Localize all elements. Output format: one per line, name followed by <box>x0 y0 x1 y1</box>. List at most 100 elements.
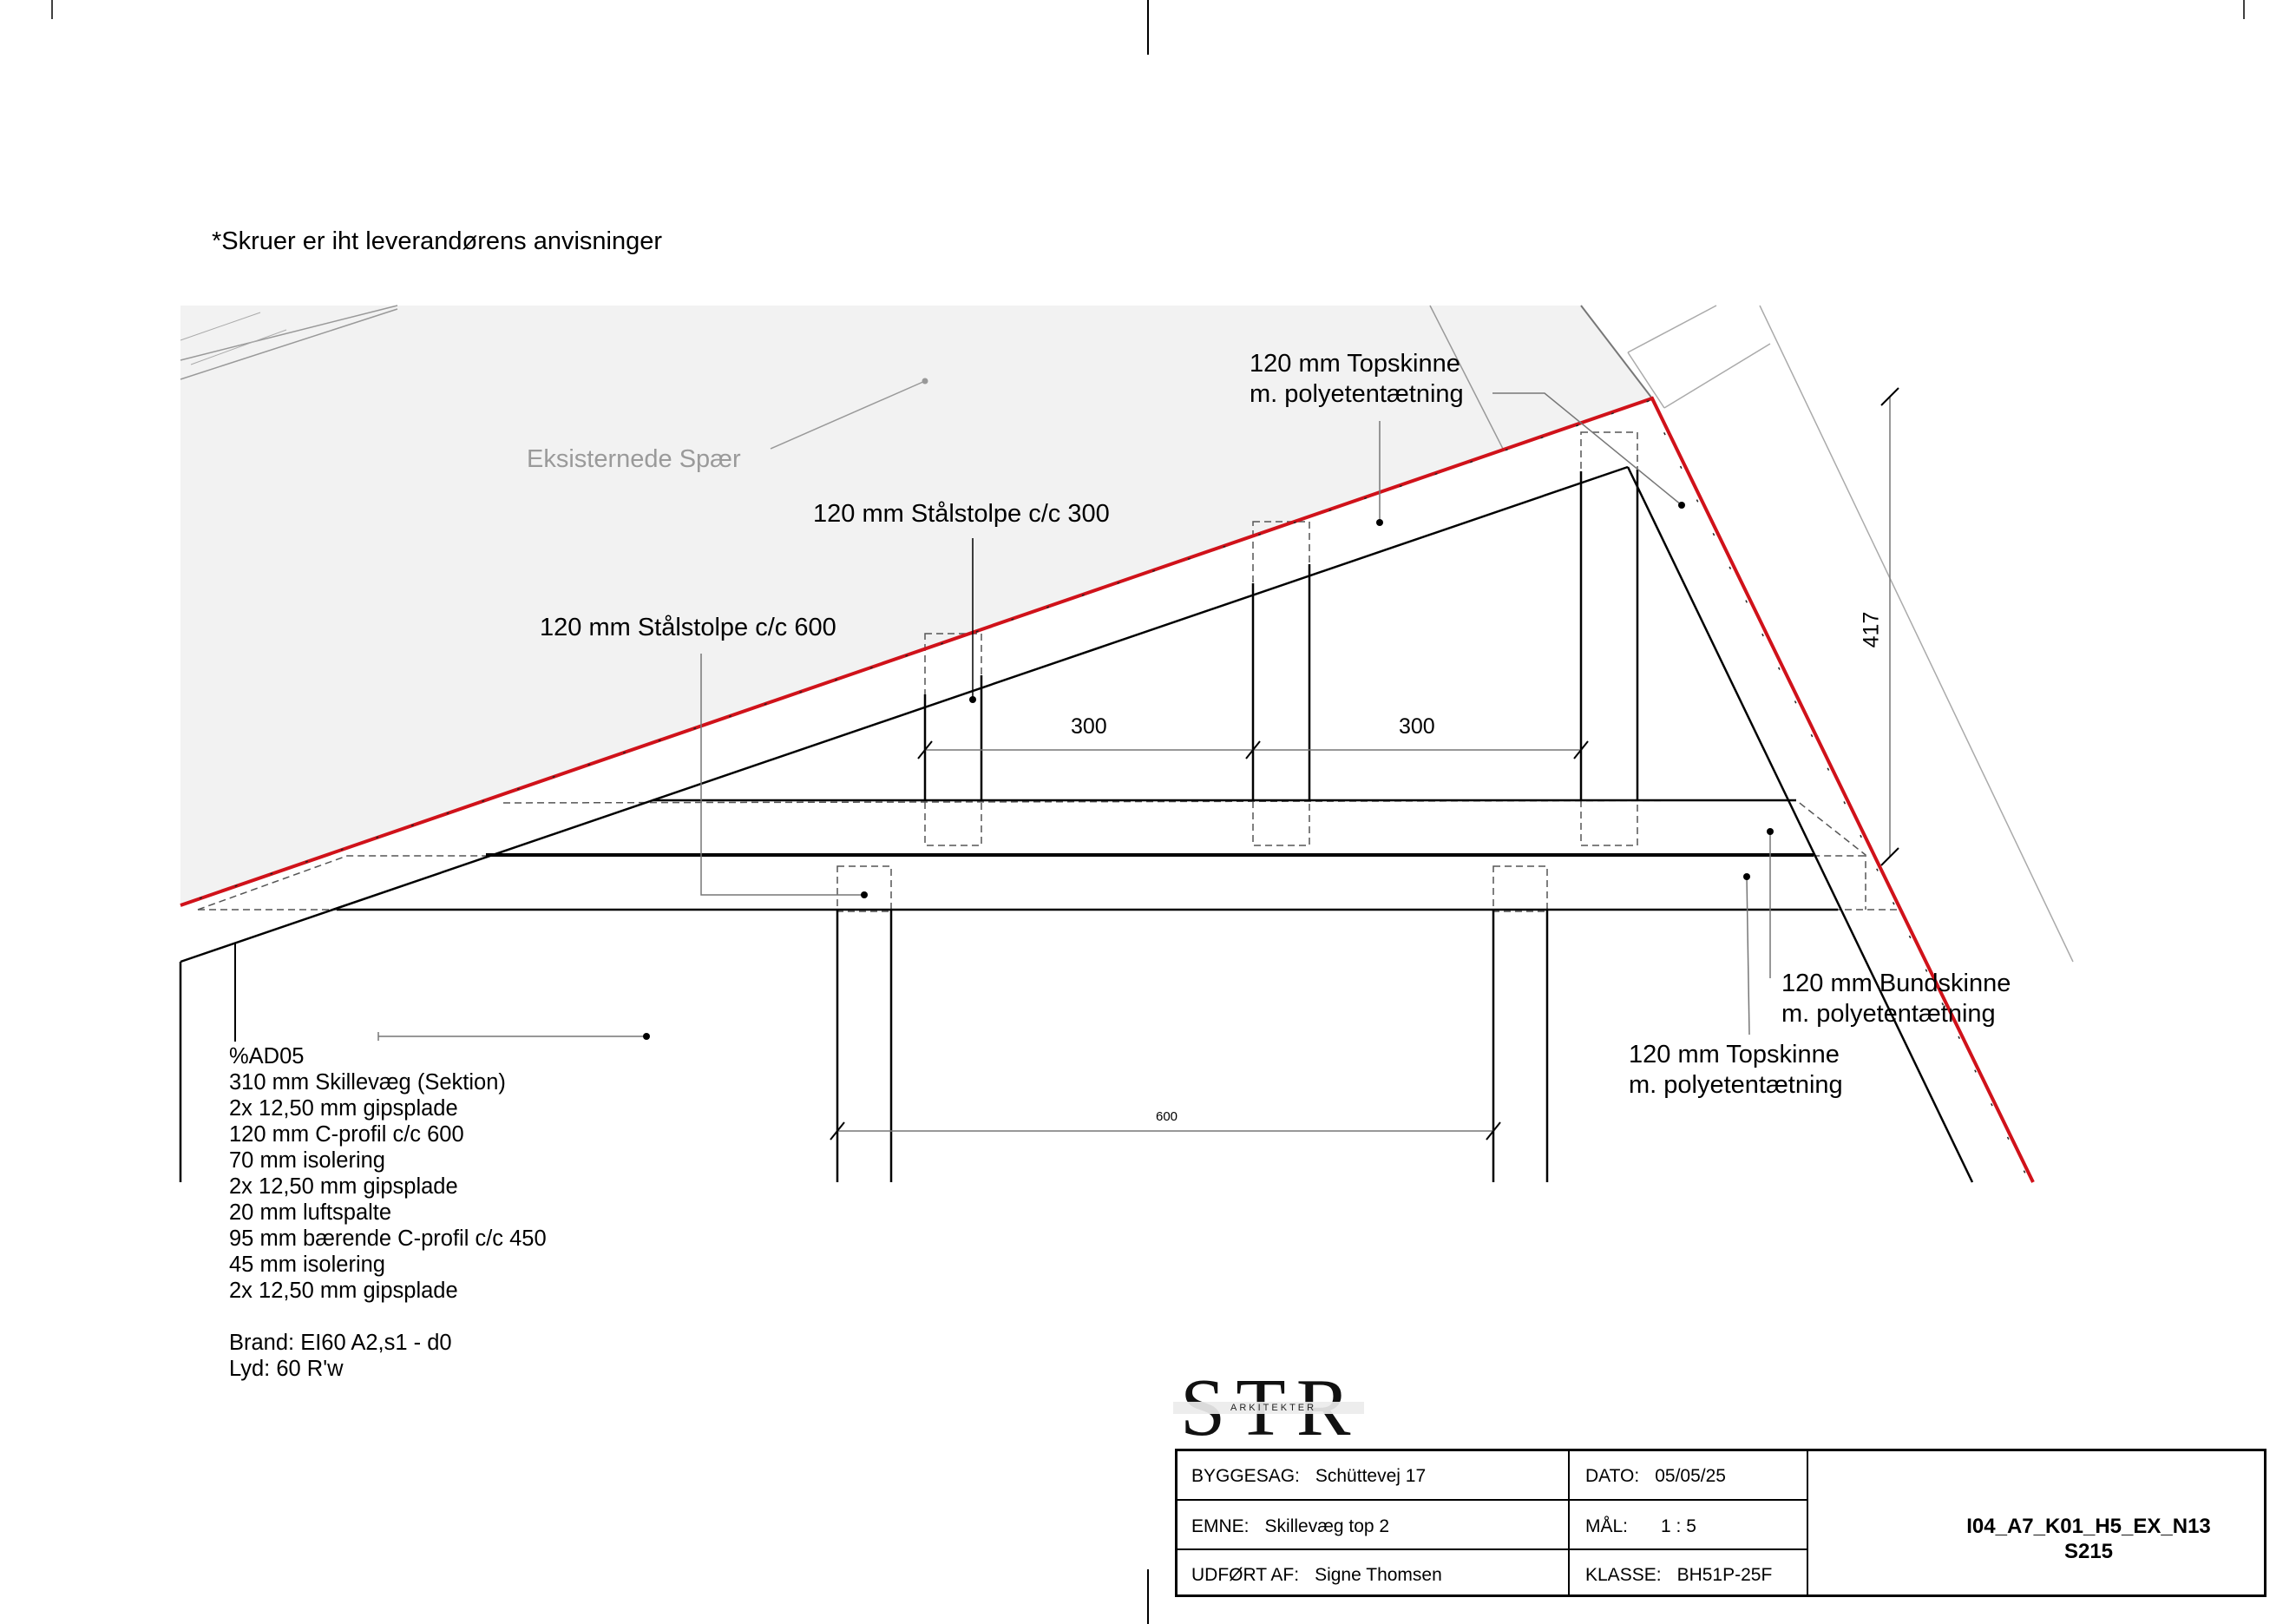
top-rail-lower-label: 120 mm Topskinne m. polyetentætning <box>1629 1040 1843 1101</box>
rail-outline <box>197 855 1866 911</box>
leader-top-rail-upper <box>1492 392 1683 506</box>
title-block-divider <box>1807 1451 1808 1594</box>
roof-grey-line <box>1759 305 2074 963</box>
top-rail-upper-line2: m. polyetentætning <box>1250 380 1464 408</box>
stud-300-label: 120 mm Stålstolpe c/c 300 <box>813 500 1110 528</box>
spec-line: 70 mm isolering <box>229 1148 385 1173</box>
bottom-rail-line1: 120 mm Bundskinne <box>1781 970 2011 997</box>
byggesag-value: Schüttevej 17 <box>1315 1466 1427 1486</box>
maal-label: MÅL: <box>1585 1516 1629 1536</box>
leader-dot <box>1767 828 1774 835</box>
dim-tick <box>1880 387 1899 406</box>
existing-leader-dot <box>922 378 928 385</box>
title-block-divider <box>1178 1548 1807 1550</box>
maal-cell: MÅL: 1 : 5 <box>1585 1516 1696 1537</box>
bottom-rail-line2: m. polyetentætning <box>1781 1000 1996 1028</box>
udfoert-cell: UDFØRT AF: Signe Thomsen <box>1191 1565 1442 1586</box>
screw-note: *Skruer er iht leverandørens anvisninger <box>212 227 663 255</box>
logo-band <box>1173 1402 1364 1414</box>
dato-cell: DATO: 05/05/25 <box>1585 1466 1726 1487</box>
udfoert-label: UDFØRT AF: <box>1191 1565 1300 1585</box>
rail-outline <box>502 799 1866 910</box>
dim-tick <box>830 1121 845 1141</box>
inner-right-slope <box>1626 466 1974 1183</box>
dimension-417: 417 <box>1859 611 1884 648</box>
inner-slope-line <box>180 465 1629 963</box>
sheet-number: S215 <box>2063 1540 2114 1563</box>
existing-rafter-label: Eksisternede Spær <box>527 445 741 473</box>
vapour-barrier-line <box>180 396 2035 1183</box>
leader-dot <box>969 696 976 703</box>
dim-tick <box>1486 1121 1501 1141</box>
roof-grey-line <box>1627 352 1665 409</box>
drawing-code: I04_A7_K01_H5_EX_N13 <box>1966 1515 2211 1538</box>
title-block-divider <box>1178 1499 1807 1501</box>
maal-value: 1 : 5 <box>1661 1516 1696 1536</box>
leader-top-rail-lower <box>1746 876 1750 1036</box>
dim-tick <box>917 740 933 759</box>
rafter-hatch-line <box>180 305 398 361</box>
dimension-600: 600 <box>1156 1109 1178 1124</box>
emne-cell: EMNE: Skillevæg top 2 <box>1191 1516 1389 1537</box>
existing-leader <box>770 380 926 450</box>
emne-value: Skillevæg top 2 <box>1264 1516 1390 1536</box>
spec-line: 2x 12,50 mm gipsplade <box>229 1096 458 1121</box>
rafter-hatch-line <box>190 329 287 365</box>
stud-outline <box>836 865 892 912</box>
klasse-value: BH51P-25F <box>1676 1565 1773 1585</box>
byggesag-label: BYGGESAG: <box>1191 1466 1300 1486</box>
spec-line: %AD05 <box>229 1044 305 1068</box>
leader-dot <box>1743 873 1750 880</box>
stud-outline <box>1580 431 1638 846</box>
bottom-rail-label: 120 mm Bundskinne m. polyetentætning <box>1781 969 2011 1029</box>
spec-line: 2x 12,50 mm gipsplade <box>229 1174 458 1199</box>
leader-stud-600 <box>700 654 864 896</box>
stud-outline <box>1492 865 1548 912</box>
spec-line: 95 mm bærende C-profil c/c 450 <box>229 1226 547 1251</box>
spec-line: 120 mm C-profil c/c 600 <box>229 1122 464 1147</box>
vapour-barrier-dash <box>199 400 2028 1178</box>
byggesag-cell: BYGGESAG: Schüttevej 17 <box>1191 1466 1426 1487</box>
dato-value: 05/05/25 <box>1655 1466 1726 1486</box>
roof-grey-line <box>1627 305 1717 353</box>
company-logo: STR ARKITEKTER <box>1173 1367 1380 1449</box>
roof-grey-line <box>1580 305 1653 399</box>
udfoert-value: Signe Thomsen <box>1315 1565 1442 1585</box>
emne-label: EMNE: <box>1191 1516 1250 1536</box>
top-rail-upper-label: 120 mm Topskinne m. polyetentætning <box>1250 349 1464 410</box>
drawing-number: I04_A7_K01_H5_EX_N13 S215 <box>1915 1514 2262 1564</box>
title-block-divider <box>1568 1451 1570 1594</box>
spec-line: 20 mm luftspalte <box>229 1200 392 1225</box>
roof-grey-line <box>1429 305 1504 450</box>
leader-dot <box>643 1033 650 1040</box>
wall-spec: %AD05 310 mm Skillevæg (Sektion) 2x 12,5… <box>229 1043 547 1382</box>
spec-line: 310 mm Skillevæg (Sektion) <box>229 1070 506 1095</box>
spec-line: Lyd: 60 R'w <box>229 1357 344 1381</box>
top-rail-upper-line1: 120 mm Topskinne <box>1250 350 1460 378</box>
spec-line: Brand: EI60 A2,s1 - d0 <box>229 1331 452 1355</box>
dim-tick <box>1245 740 1261 759</box>
spec-line: 2x 12,50 mm gipsplade <box>229 1279 458 1303</box>
title-block: BYGGESAG: Schüttevej 17 DATO: 05/05/25 EMN… <box>1175 1449 2266 1597</box>
klasse-cell: KLASSE: BH51P-25F <box>1585 1565 1772 1586</box>
klasse-label: KLASSE: <box>1585 1565 1662 1585</box>
leader-dot <box>1678 502 1685 509</box>
roof-grey-line <box>1663 343 1771 409</box>
top-rail-lower-line2: m. polyetentætning <box>1629 1071 1843 1099</box>
rafter-hatch-line <box>180 312 261 341</box>
rafter-hatch-line <box>180 308 398 380</box>
spec-line: 45 mm isolering <box>229 1253 385 1277</box>
logo-subtitle: ARKITEKTER <box>1230 1403 1317 1413</box>
existing-rafter-area <box>180 306 1652 907</box>
dimension-300-right: 300 <box>1399 714 1435 739</box>
top-rail-lower-line1: 120 mm Topskinne <box>1629 1041 1840 1068</box>
dimension-300-left: 300 <box>1071 714 1107 739</box>
dato-label: DATO: <box>1585 1466 1640 1486</box>
stud-600-label: 120 mm Stålstolpe c/c 600 <box>540 614 836 641</box>
leader-dot <box>1376 519 1383 526</box>
dim-tick <box>1573 740 1589 759</box>
spec-line <box>229 1304 547 1330</box>
leader-dot <box>861 891 868 898</box>
dim-tick <box>1880 847 1899 866</box>
